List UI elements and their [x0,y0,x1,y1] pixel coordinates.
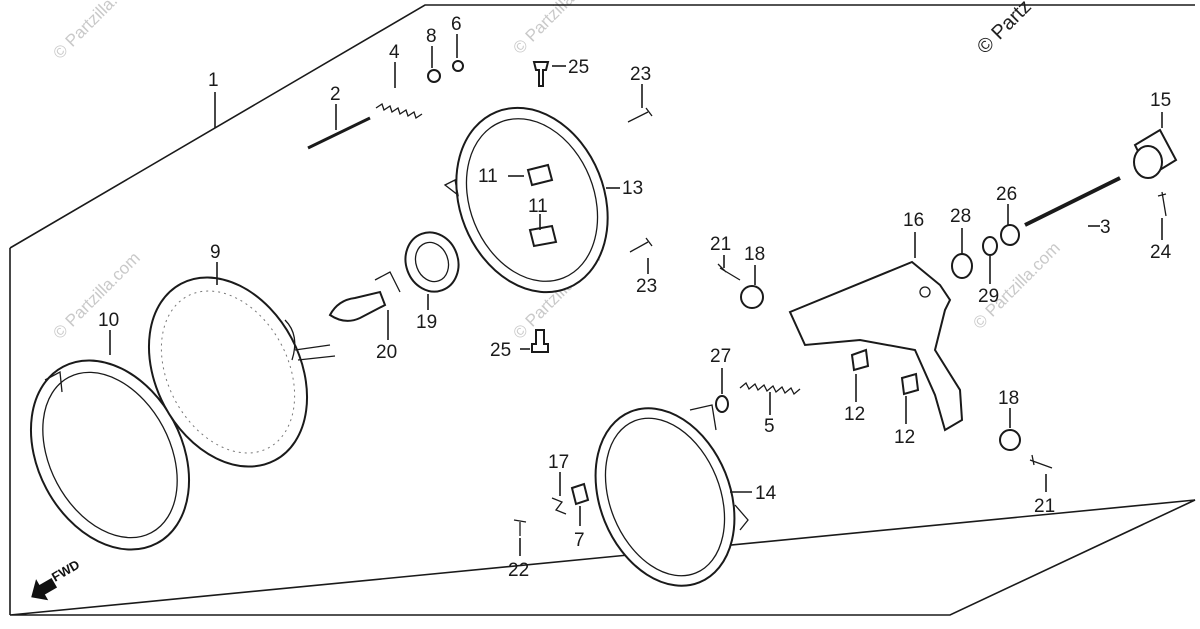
screw-part [532,61,550,87]
callout-7: 7 [574,530,585,551]
washer-part [951,253,973,279]
callout-20: 20 [376,342,397,363]
screw-part [513,519,527,536]
callout-27: 27 [710,346,731,367]
callout-14: 14 [755,483,777,504]
callout-21: 21 [710,234,731,255]
headlight-unit-part [147,276,336,468]
callout-10: 10 [98,310,119,331]
socket-part [404,231,460,293]
callout-23: 23 [636,276,657,297]
callout-16: 16 [903,210,924,231]
callout-4: 4 [389,42,400,63]
clip-part [900,372,920,396]
screw-part [1157,191,1167,217]
callout-19: 19 [416,312,437,333]
clip-part [850,348,870,372]
callout-11: 11 [528,196,548,217]
spring-part [739,381,801,396]
callout-13: 13 [622,178,643,199]
bolt-part [629,237,653,253]
forward-label: FWD [49,557,82,585]
nut-part [740,285,764,309]
callout-28: 28 [950,206,971,227]
callout-15: 15 [1150,90,1171,111]
watermark-text: © Partzilla.com [509,0,603,58]
callout-3: 3 [1100,217,1111,238]
callout-23: 23 [630,64,651,85]
nut-part [999,429,1021,451]
callout-12: 12 [844,404,865,425]
clip-part [528,224,558,248]
adjust-screw-part [307,116,371,150]
clip-part [570,482,590,506]
callout-17: 17 [548,452,569,473]
adjust-rod-part [1024,176,1121,227]
leader-lines [109,34,1163,556]
nut-part [1000,224,1020,246]
bolt-part [717,263,741,281]
nut-part [427,69,441,83]
callout-9: 9 [210,242,221,263]
callout-22: 22 [508,560,529,581]
assembly-outline [9,4,1196,616]
watermark-text: © Partzilla.com [49,248,143,342]
clip-part [452,60,464,72]
callout-8: 8 [426,26,437,47]
callout-24: 24 [1150,242,1172,263]
bulb-part [328,271,401,322]
forward-arrow-icon [31,577,58,601]
callout-2: 2 [330,84,341,105]
callout-25: 25 [568,57,589,78]
callout-11: 11 [478,166,498,187]
clip-part [551,497,567,515]
callout-26: 26 [996,184,1017,205]
mounting-ring-part [443,106,609,294]
callout-5: 5 [764,416,775,437]
callout-25: 25 [490,340,511,361]
bolt-part [627,107,653,123]
callout-29: 29 [978,286,999,307]
screw-part [531,329,549,353]
forward-direction-indicator: FWD [31,557,82,601]
bracket-part [788,260,964,432]
adjust-knob-part [1133,128,1178,179]
headlight-case-part [594,404,749,587]
callout-18: 18 [744,244,765,265]
callout-21: 21 [1034,496,1055,517]
washer-part [982,236,998,256]
callout-1: 1 [208,70,219,91]
watermark-text: © Partzilla.com [49,0,143,63]
watermark-corner-text: © Partz [973,0,1036,59]
callouts: 1 2 4 8 6 25 23 11 11 13 9 10 20 19 25 2… [98,14,1172,581]
bolt-part [1029,454,1053,469]
washer-part [715,395,729,413]
callout-6: 6 [451,14,462,35]
clip-part [526,163,554,187]
callout-12: 12 [894,427,915,448]
callout-18: 18 [998,388,1019,409]
spring-part [375,102,423,120]
